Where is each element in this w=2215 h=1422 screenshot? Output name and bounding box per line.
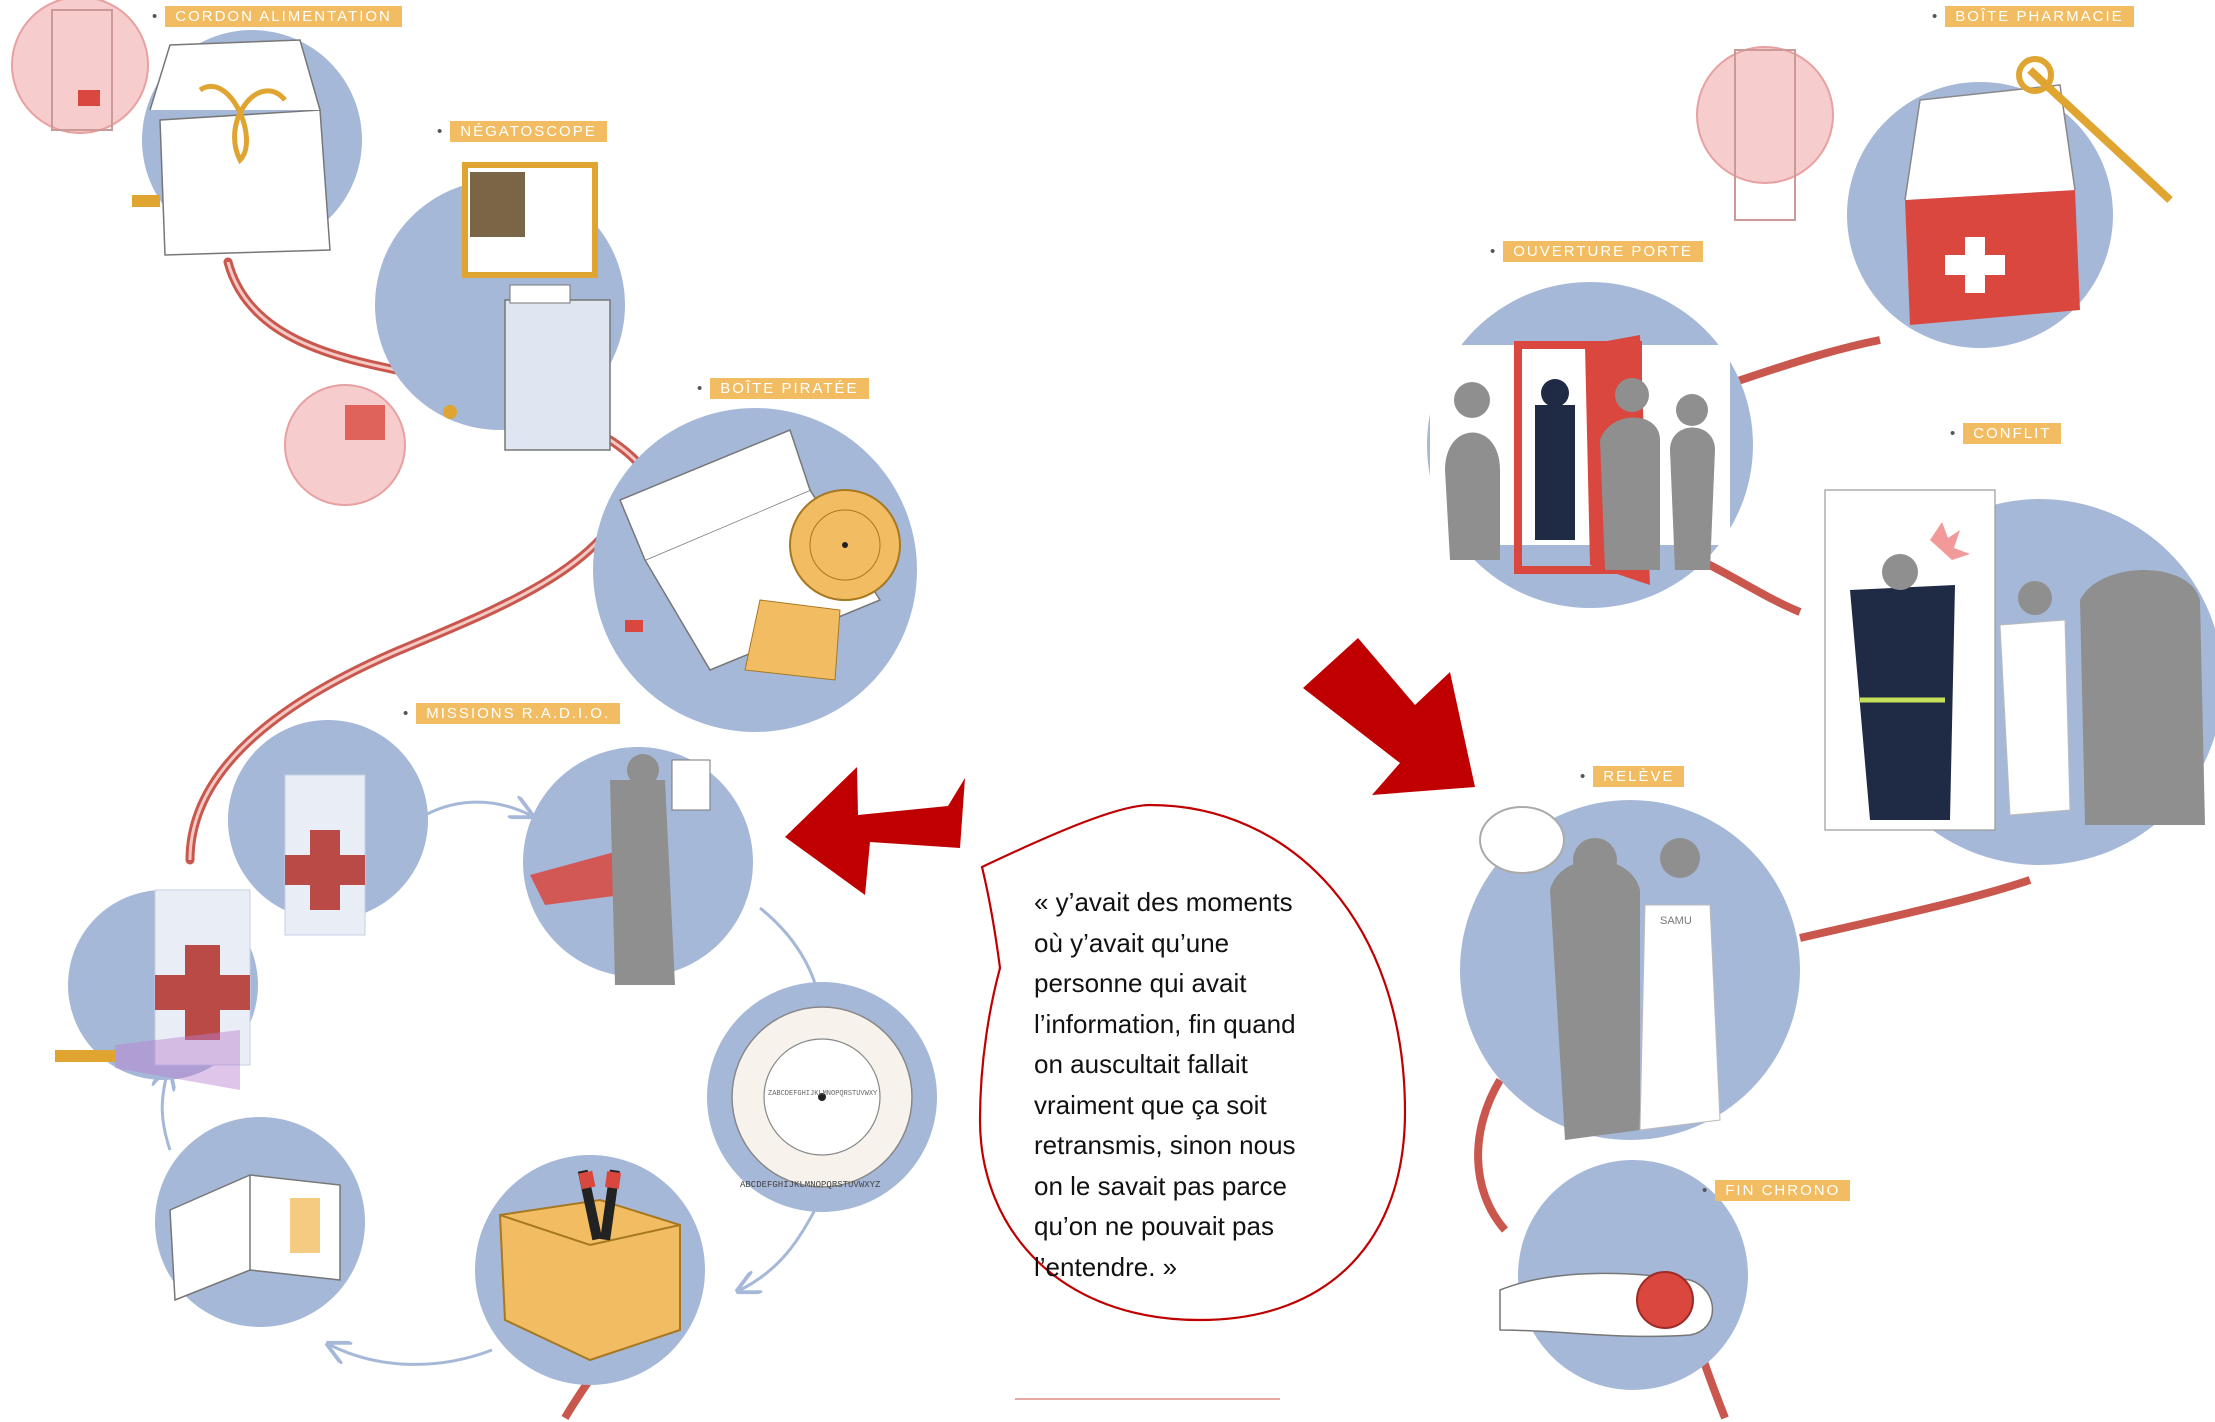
negatoscope-scene <box>284 162 625 506</box>
label-releve: •Relève <box>1580 766 1685 787</box>
quote-text: « y’avait des moments où y’avait qu’une … <box>1034 882 1334 1287</box>
red-arrow-right <box>1303 638 1475 795</box>
radio-cycle <box>55 720 937 1385</box>
label-boite-text: Boîte piratée <box>710 378 869 399</box>
cipher-inner-text: ZABCDEFGHIJKLMNOPQRSTUVWXY <box>768 1090 878 1098</box>
label-chrono: •Fin chrono <box>1702 1180 1851 1201</box>
quote-line: on auscultait fallait <box>1034 1049 1248 1079</box>
red-arrow-left <box>785 767 965 895</box>
label-cordon: •Cordon alimentation <box>152 6 402 27</box>
footer-line <box>1015 1398 1280 1400</box>
label-negatoscope: •Négatoscope <box>437 121 607 142</box>
quote-line: où y’avait qu’une <box>1034 927 1230 958</box>
path-right <box>1474 336 2032 1420</box>
pharmacie-scene <box>1696 46 2173 348</box>
cipher-outer-text: ABCDEFGHIJKLMNOPQRSTUVWXYZ <box>740 1180 881 1190</box>
quote-line: retransmis, sinon nous <box>1034 1130 1296 1160</box>
releve-scene <box>1460 800 1800 1140</box>
label-pharmacie-text: Boîte pharmacie <box>1945 6 2134 27</box>
label-pharmacie: •Boîte pharmacie <box>1932 6 2134 27</box>
label-chrono-text: Fin chrono <box>1715 1180 1851 1201</box>
quote-line: « y’avait des moments <box>1034 887 1293 917</box>
label-releve-text: Relève <box>1593 766 1685 787</box>
label-conflit: •Conflit <box>1950 423 2062 444</box>
label-missions-text: Missions R.A.D.I.O. <box>416 703 621 724</box>
samu-text: SAMU <box>1660 915 1692 927</box>
label-cordon-text: Cordon alimentation <box>165 6 402 27</box>
cordon-scene <box>11 0 362 256</box>
fin-chrono-scene <box>1499 1160 1748 1390</box>
quote-line: l’entendre. » <box>1034 1251 1178 1282</box>
label-negatoscope-text: Négatoscope <box>450 121 607 142</box>
boite-piratee-scene <box>593 408 917 732</box>
conflit-scene <box>1824 489 2215 865</box>
label-missions: •Missions R.A.D.I.O. <box>403 703 621 724</box>
quote-line: vraiment que ça soit <box>1034 1089 1267 1120</box>
speech-bubble <box>978 803 1407 1322</box>
quote-line: personne qui avait <box>1034 968 1247 998</box>
quote-line: l’information, fin quand <box>1034 1008 1296 1039</box>
label-boite: •Boîte piratée <box>697 378 869 399</box>
ouverture-porte-scene <box>1427 282 1753 608</box>
label-ouverture-text: Ouverture porte <box>1503 241 1703 262</box>
quote-line: qu’on ne pouvait pas <box>1034 1211 1274 1241</box>
label-ouverture: •Ouverture porte <box>1490 241 1703 262</box>
quote-line: on le savait pas parce <box>1034 1170 1287 1201</box>
label-conflit-text: Conflit <box>1963 423 2062 444</box>
